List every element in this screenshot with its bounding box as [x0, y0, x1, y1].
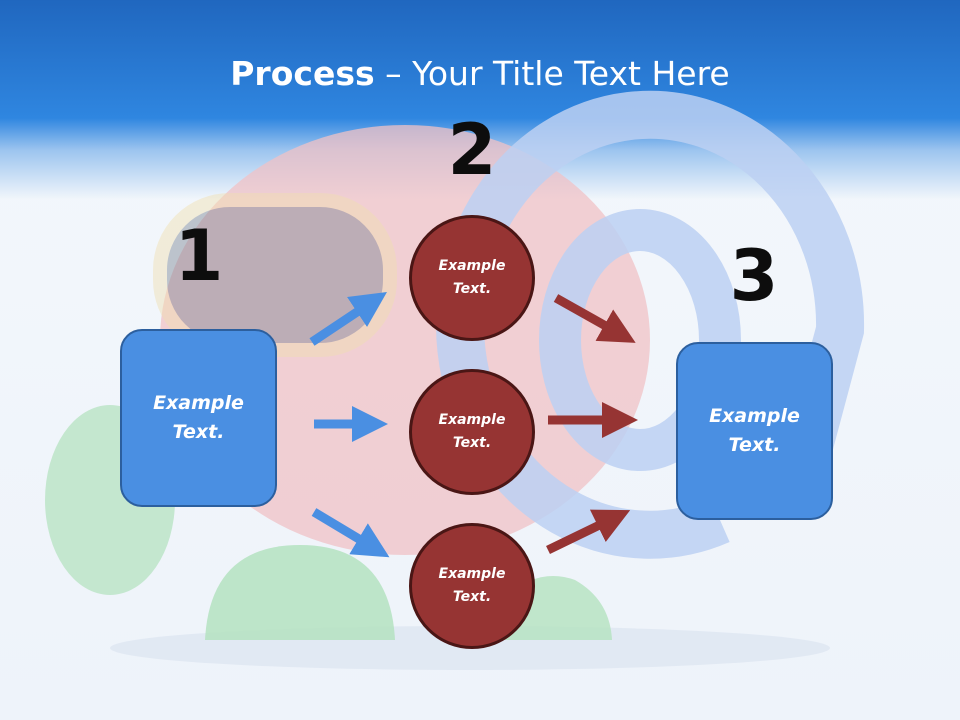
arrow-1-to-2-top — [309, 292, 387, 346]
step-2-circle-bottom: Example Text. — [409, 523, 535, 649]
left-shoe-illustration — [205, 545, 395, 640]
title-bold: Process — [230, 54, 375, 93]
arrow-2-to-3-bottom — [546, 509, 631, 555]
step-3-number: 3 — [729, 235, 779, 317]
title-rest: – Your Title Text Here — [374, 54, 730, 93]
slide-title: Process – Your Title Text Here — [0, 52, 960, 96]
step-2-label-top: Example Text. — [438, 258, 506, 297]
step-1-label: Example Text. — [153, 392, 244, 443]
step-2-label-middle: Example Text. — [438, 412, 506, 451]
step-1-box: Example Text. — [120, 329, 277, 507]
step-2-circle-top: Example Text. — [409, 215, 535, 341]
step-1-number: 1 — [174, 215, 224, 297]
step-2-number: 2 — [447, 109, 497, 191]
step-2-label-bottom: Example Text. — [438, 566, 506, 605]
step-3-box: Example Text. — [676, 342, 833, 520]
at-sign-illustration — [436, 90, 865, 559]
arrow-1-to-2-bottom — [311, 508, 390, 558]
step-2-circle-middle: Example Text. — [409, 369, 535, 495]
at-sign-inner-illustration — [539, 209, 741, 471]
arrow-2-to-3-top — [553, 294, 636, 343]
step-3-label: Example Text. — [709, 405, 800, 456]
